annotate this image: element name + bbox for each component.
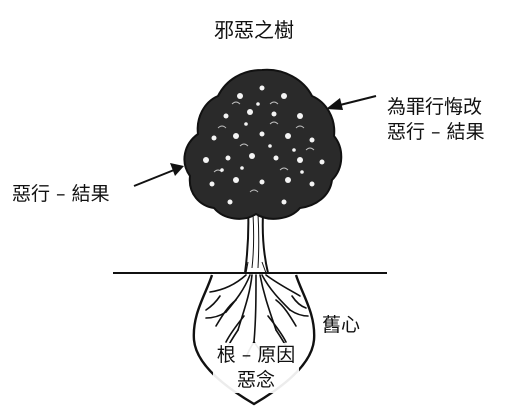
label-root-line-1: 根 – 原因 [216,344,296,366]
tree-canopy [183,68,343,220]
diagram-title: 邪惡之樹 [214,18,294,42]
heart-outline [192,274,316,406]
arrow-icon-right [326,95,377,110]
label-repentance-line-2: 惡行 – 結果 [387,121,485,143]
label-old-heart: 舊心 [322,314,361,336]
label-root-line-2: 惡念 [236,369,275,391]
label-repentance: 為罪行悔改 惡行 – 結果 [387,95,485,145]
label-repentance-line-1: 為罪行悔改 [387,96,483,118]
label-root-cause: 根 – 原因 惡念 [213,343,299,393]
label-evil-deeds: 惡行 – 結果 [12,183,110,205]
arrow-icon-left [133,163,184,187]
